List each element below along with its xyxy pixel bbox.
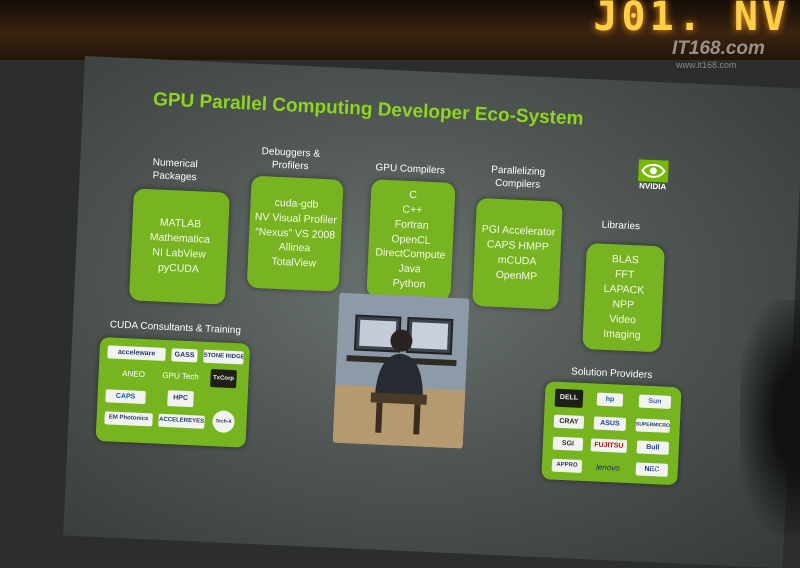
- provider-logo: SUPERMICRO: [635, 418, 671, 433]
- consultants-label: CUDA Consultants & Training: [109, 319, 242, 337]
- consultants-panel: acceleware GASS STONE RIDGE ANEO GPU Tec…: [95, 336, 251, 448]
- led-banner-text: J01. NV: [593, 0, 790, 40]
- consultant-logo: TxCorp: [210, 369, 237, 389]
- provider-logo: DELL: [554, 388, 584, 408]
- category-item: Fortran: [394, 217, 429, 232]
- provider-logo: lenovo: [595, 462, 620, 473]
- consultant-logo: HPC: [167, 390, 194, 408]
- provider-logo: ASUS: [593, 416, 627, 431]
- category-item: Imaging: [602, 327, 641, 342]
- consultant-logo: Tech-X: [212, 410, 236, 434]
- led-banner: J01. NV: [0, 0, 800, 60]
- consultant-logo: ANEO: [122, 369, 146, 380]
- slide-page-number: 13: [648, 465, 660, 476]
- category-item: FFT: [614, 268, 635, 282]
- provider-logo: APPRO: [551, 458, 583, 473]
- category-item: Python: [392, 277, 426, 291]
- category-label-numerical: Numerical Packages: [152, 157, 198, 183]
- consultant-logo: EM Photonics: [104, 411, 153, 427]
- category-pill-numerical: MATLAB Mathematica NI LabView pyCUDA: [128, 188, 230, 305]
- nvidia-logo: NVIDIA: [632, 159, 673, 192]
- provider-logo: hp: [596, 392, 624, 407]
- consultant-logo: GASS: [171, 348, 198, 363]
- projected-slide: GPU Parallel Computing Developer Eco-Sys…: [63, 56, 800, 568]
- provider-logo: FUJITSU: [590, 438, 628, 453]
- watermark-brand: IT168.com: [672, 38, 765, 59]
- developer-at-workstation-image: [332, 292, 470, 449]
- category-item: mCUDA: [497, 253, 537, 268]
- category-label-gpu-compilers: GPU Compilers: [375, 162, 446, 177]
- category-label-libraries: Libraries: [601, 219, 641, 233]
- provider-logo: SGI: [552, 436, 584, 451]
- category-item: Video: [608, 312, 637, 327]
- category-pill-libraries: BLAS FFT LAPACK NPP Video Imaging: [582, 242, 665, 353]
- category-item: BLAS: [611, 253, 639, 267]
- category-item: CAPS HMPP: [486, 238, 549, 254]
- category-item: OpenCL: [391, 232, 431, 247]
- category-label-debuggers: Debuggers & Profilers: [261, 146, 321, 172]
- provider-logo: Sun: [638, 394, 672, 409]
- category-label-parallelizing: Parallelizing Compilers: [491, 164, 546, 191]
- provider-logo: CRAY: [553, 414, 585, 430]
- category-item: pyCUDA: [157, 261, 200, 276]
- category-item: NPP: [612, 298, 635, 312]
- category-item: LAPACK: [603, 282, 645, 297]
- consultant-logo: CAPS: [105, 389, 146, 405]
- solution-providers-label: Solution Providers: [570, 366, 653, 382]
- consultant-logo: acceleware: [107, 345, 166, 361]
- category-item: Java: [398, 262, 422, 276]
- category-pill-gpu-compilers: C C++ Fortran OpenCL DirectCompute Java …: [366, 179, 456, 301]
- nvidia-wordmark: NVIDIA: [638, 181, 667, 192]
- audience-shadow: [740, 300, 800, 535]
- category-pill-parallelizing: PGI Accelerator CAPS HMPP mCUDA OpenMP: [472, 197, 563, 310]
- consultant-logo: ACCELEREYES: [158, 413, 205, 429]
- provider-logo: Bull: [636, 440, 670, 455]
- category-item: OpenMP: [495, 268, 538, 283]
- slide-title: GPU Parallel Computing Developer Eco-Sys…: [152, 89, 584, 130]
- category-item: C: [408, 188, 418, 202]
- category-item: C++: [402, 203, 423, 217]
- category-item: DirectCompute: [375, 246, 446, 262]
- consultant-logo: STONE RIDGE: [203, 349, 244, 365]
- watermark-url: www.it168.com: [676, 60, 737, 70]
- nvidia-eye-icon: [637, 159, 669, 183]
- category-pill-debuggers: cuda-gdb NV Visual Profiler “Nexus” VS 2…: [246, 175, 344, 292]
- developer-photo: [332, 292, 470, 449]
- category-item: TotalView: [271, 256, 317, 271]
- solution-providers-panel: DELL hp Sun CRAY ASUS SUPERMICRO SGI FUJ…: [541, 381, 682, 486]
- category-item: Allinea: [278, 241, 311, 255]
- consultant-logo: GPU Tech: [162, 370, 199, 382]
